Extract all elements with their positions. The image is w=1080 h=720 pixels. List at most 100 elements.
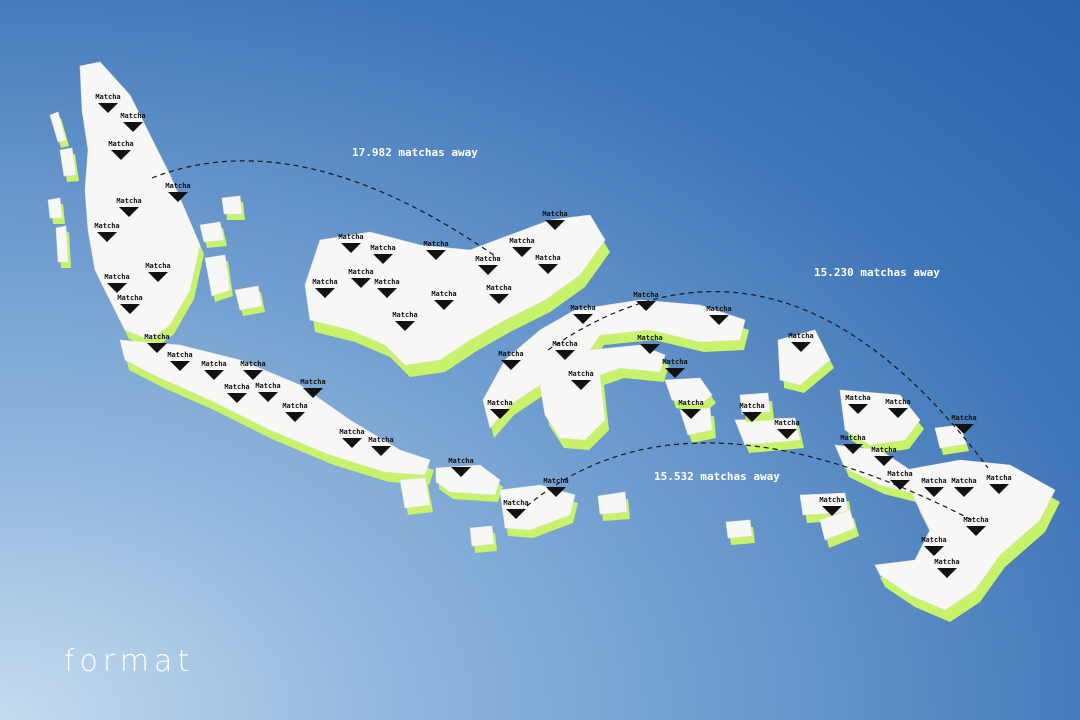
distance-arc-2: [547, 290, 989, 469]
inverted-triangle-icon: [395, 321, 415, 331]
matcha-marker-label: Matcha: [552, 340, 577, 348]
distance-label-3: 15.532 matchas away: [654, 470, 780, 483]
matcha-marker-label: Matcha: [819, 496, 844, 504]
matcha-marker: Matcha: [921, 477, 947, 497]
matcha-marker-label: Matcha: [871, 446, 896, 454]
island-bali-lombok: [399, 464, 503, 515]
island-borneo: [304, 214, 610, 377]
matcha-marker-label: Matcha: [568, 370, 593, 378]
distance-labels: 17.982 matchas away 15.230 matchas away …: [352, 146, 940, 483]
matcha-marker-label: Matcha: [509, 237, 534, 245]
matcha-marker-label: Matcha: [739, 402, 764, 410]
matcha-marker: Matcha: [819, 496, 845, 516]
matcha-marker: Matcha: [552, 340, 578, 360]
island-java: [119, 339, 434, 485]
matcha-marker-label: Matcha: [487, 399, 512, 407]
matcha-marker: Matcha: [240, 360, 266, 380]
inverted-triangle-icon: [555, 350, 575, 360]
matcha-marker-label: Matcha: [845, 394, 870, 402]
inverted-triangle-icon: [742, 412, 762, 422]
matcha-marker: Matcha: [486, 284, 512, 304]
inverted-triangle-icon: [636, 301, 656, 311]
matcha-marker: Matcha: [312, 278, 338, 298]
matcha-marker-label: Matcha: [338, 233, 363, 241]
matcha-marker-label: Matcha: [144, 333, 169, 341]
matcha-marker-label: Matcha: [503, 499, 528, 507]
matcha-marker-label: Matcha: [423, 240, 448, 248]
inverted-triangle-icon: [924, 546, 944, 556]
matcha-marker-label: Matcha: [543, 477, 568, 485]
inverted-triangle-icon: [848, 404, 868, 414]
matcha-marker-label: Matcha: [117, 294, 142, 302]
matcha-marker-label: Matcha: [637, 334, 662, 342]
matcha-marker: Matcha: [224, 383, 250, 403]
inverted-triangle-icon: [890, 480, 910, 490]
island-layer: [47, 61, 1060, 622]
brand-logo: format: [64, 644, 195, 679]
matcha-marker-label: Matcha: [165, 182, 190, 190]
inverted-triangle-icon: [791, 342, 811, 352]
matcha-marker: Matcha: [986, 474, 1012, 494]
matcha-marker: Matcha: [167, 351, 193, 371]
inverted-triangle-icon: [243, 370, 263, 380]
matcha-marker: Matcha: [392, 311, 418, 331]
distance-arcs: [151, 160, 989, 521]
matcha-marker: Matcha: [487, 399, 513, 419]
matcha-marker: Matcha: [144, 333, 170, 353]
matcha-marker: Matcha: [145, 262, 171, 282]
matcha-marker-label: Matcha: [108, 140, 133, 148]
inverted-triangle-icon: [426, 250, 446, 260]
inverted-triangle-icon: [937, 568, 957, 578]
inverted-triangle-icon: [111, 150, 131, 160]
inverted-triangle-icon: [258, 392, 278, 402]
matcha-marker: Matcha: [845, 394, 871, 414]
island-papua: [874, 459, 1060, 622]
matcha-marker: Matcha: [503, 499, 529, 519]
inverted-triangle-icon: [571, 380, 591, 390]
matcha-marker: Matcha: [300, 378, 326, 398]
matcha-marker: Matcha: [108, 140, 134, 160]
matcha-marker-label: Matcha: [535, 254, 560, 262]
matcha-marker: Matcha: [431, 290, 457, 310]
matcha-marker: Matcha: [475, 255, 501, 275]
inverted-triangle-icon: [888, 408, 908, 418]
matcha-marker: Matcha: [374, 278, 400, 298]
matcha-marker-label: Matcha: [963, 516, 988, 524]
inverted-triangle-icon: [640, 344, 660, 354]
matcha-marker: Matcha: [120, 112, 146, 132]
inverted-triangle-icon: [148, 272, 168, 282]
inverted-triangle-icon: [874, 456, 894, 466]
matcha-marker: Matcha: [348, 268, 374, 288]
matcha-marker-label: Matcha: [885, 398, 910, 406]
matcha-marker: Matcha: [448, 457, 474, 477]
matcha-marker-label: Matcha: [662, 358, 687, 366]
matcha-marker: Matcha: [662, 358, 688, 378]
matcha-marker-label: Matcha: [312, 278, 337, 286]
matcha-marker: Matcha: [201, 360, 227, 380]
matcha-marker-label: Matcha: [475, 255, 500, 263]
inverted-triangle-icon: [843, 444, 863, 454]
matcha-marker: Matcha: [963, 516, 989, 536]
matcha-marker-label: Matcha: [921, 477, 946, 485]
inverted-triangle-icon: [490, 409, 510, 419]
inverted-triangle-icon: [954, 424, 974, 434]
matcha-marker: Matcha: [282, 402, 308, 422]
distance-arc-3: [519, 442, 973, 521]
matcha-marker: Matcha: [339, 428, 365, 448]
inverted-triangle-icon: [123, 122, 143, 132]
matcha-marker-label: Matcha: [348, 268, 373, 276]
matcha-marker: Matcha: [739, 402, 765, 422]
inverted-triangle-icon: [665, 368, 685, 378]
matcha-marker: Matcha: [117, 294, 143, 314]
island-moluccas: [664, 329, 859, 548]
matcha-marker-label: Matcha: [934, 558, 959, 566]
inverted-triangle-icon: [341, 243, 361, 253]
matcha-marker: Matcha: [509, 237, 535, 257]
matcha-marker-label: Matcha: [486, 284, 511, 292]
matcha-marker-label: Matcha: [951, 477, 976, 485]
matcha-marker-label: Matcha: [788, 332, 813, 340]
inverted-triangle-icon: [377, 288, 397, 298]
matcha-markers: MatchaMatchaMatchaMatchaMatchaMatchaMatc…: [94, 93, 1012, 578]
